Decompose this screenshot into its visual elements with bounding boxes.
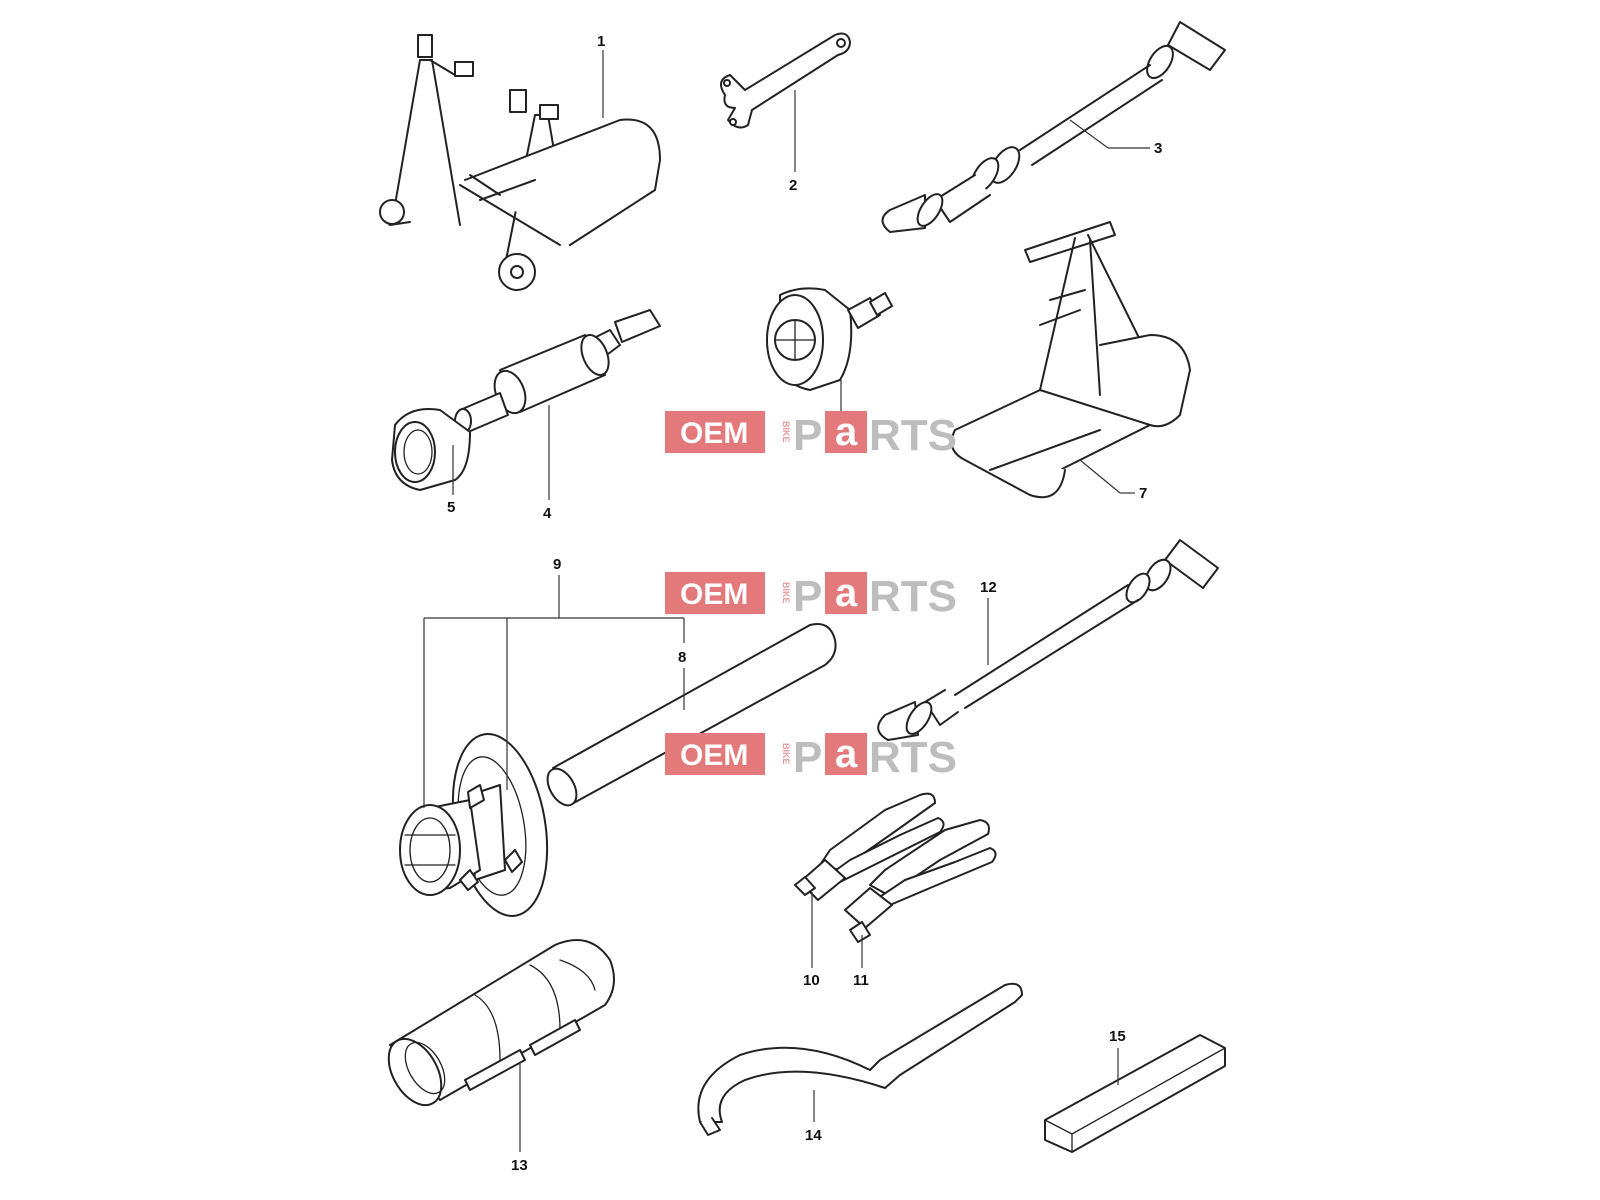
callout-2: 2: [789, 177, 797, 194]
leader-3: [1069, 119, 1109, 149]
callout-15: 15: [1109, 1028, 1126, 1045]
leader-7: [1079, 459, 1121, 494]
watermark-p-text: P: [793, 411, 822, 460]
watermark-a-text: a: [835, 410, 858, 454]
callout-1: 1: [597, 33, 605, 50]
watermark-bike-text: BIKE: [781, 743, 791, 765]
part-5-threaded-ring: [391, 408, 471, 491]
watermark-bike-text: BIKE: [781, 421, 791, 443]
callout-8: 8: [678, 649, 686, 666]
part-1-front-stand: [379, 34, 661, 291]
part-8-tube: [546, 623, 837, 807]
watermark-oem-box: [665, 733, 765, 775]
callout-13: 13: [511, 1157, 528, 1174]
callout-14: 14: [805, 1127, 822, 1144]
part-7-rear-stand: [950, 221, 1191, 499]
callout-9: 9: [553, 556, 561, 573]
watermark-2: OEM BIKE P a RTS: [665, 571, 957, 621]
callout-5: 5: [447, 499, 455, 516]
watermark-a-box: [825, 733, 867, 775]
watermark-oem-text: OEM: [680, 739, 748, 772]
part-11-pliers: [844, 819, 997, 943]
part-3-drift: [881, 21, 1226, 233]
callout-10: 10: [803, 972, 820, 989]
watermark-oem-text: OEM: [680, 417, 748, 450]
watermark-a-box: [825, 572, 867, 614]
watermark-a-text: a: [835, 571, 858, 615]
watermark-bike-text: BIKE: [781, 582, 791, 604]
part-14-hook-spanner: [697, 982, 1023, 1136]
part-13-sleeve: [387, 939, 615, 1107]
part-10-pliers: [794, 792, 945, 901]
callout-12: 12: [980, 579, 997, 596]
callout-11: 11: [853, 972, 869, 989]
watermark-rts-text: RTS: [869, 733, 957, 782]
watermark-oem-text: OEM: [680, 578, 748, 611]
callout-7: 7: [1139, 485, 1147, 502]
watermark-p-text: P: [793, 733, 822, 782]
part-6-extractor: [766, 287, 893, 391]
watermark-p-text: P: [793, 572, 822, 621]
watermark-3: OEM BIKE P a RTS: [665, 732, 957, 782]
watermark-a-box: [825, 411, 867, 453]
callout-3: 3: [1154, 140, 1162, 157]
part-15-bar: [1044, 1034, 1226, 1153]
watermark-a-text: a: [835, 732, 858, 776]
watermark-rts-text: RTS: [869, 411, 957, 460]
part-12-drift: [877, 539, 1219, 741]
part-4-puller-body: [454, 309, 661, 434]
callout-4: 4: [543, 505, 552, 522]
watermark-oem-box: [665, 411, 765, 453]
part-2-pin-spanner: [720, 32, 851, 129]
watermark-oem-box: [665, 572, 765, 614]
part-9-hub-tool: [399, 733, 549, 917]
watermark-rts-text: RTS: [869, 572, 957, 621]
watermark-1: OEM BIKE P a RTS: [665, 410, 957, 460]
